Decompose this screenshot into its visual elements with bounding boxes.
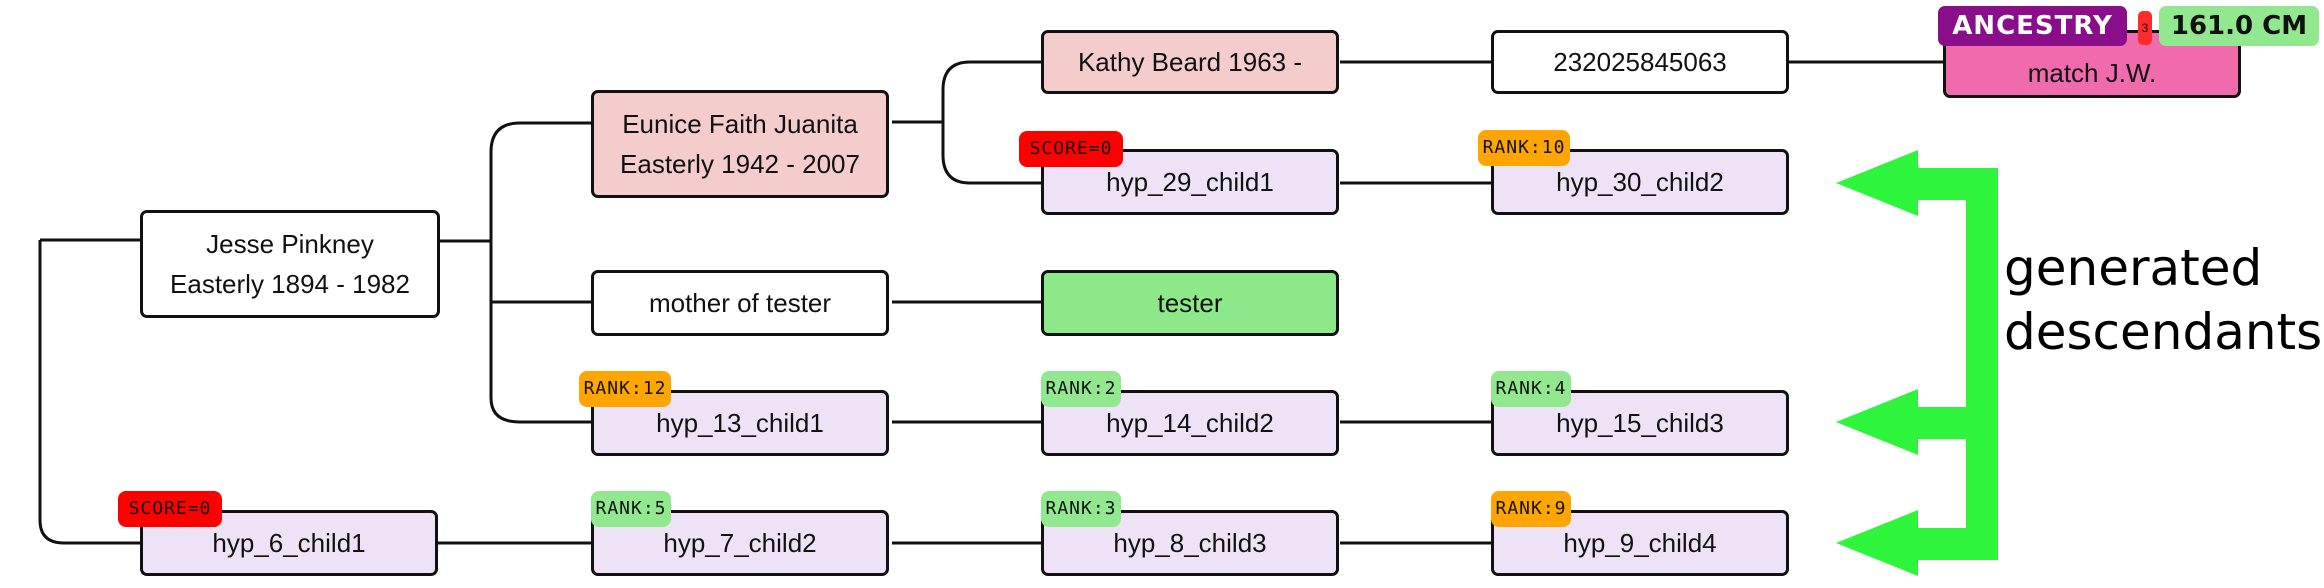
rank-badge: RANK:2 [1041, 371, 1121, 407]
node-label: hyp_13_child1 [656, 408, 824, 438]
shared-cm-badge: 161.0 CM [2159, 6, 2319, 46]
person-eunice-easterly[interactable]: Eunice Faith Juanita Easterly 1942 - 200… [591, 90, 889, 198]
node-label: hyp_14_child2 [1106, 408, 1274, 438]
rank-badge: RANK:12 [579, 371, 671, 407]
person-mother-of-tester[interactable]: mother of tester [591, 270, 889, 336]
hyp-6-child1[interactable]: hyp_6_child1 [140, 510, 438, 576]
node-label: mother of tester [648, 288, 832, 318]
node-label: hyp_8_child3 [1113, 528, 1267, 558]
person-kathy-beard[interactable]: Kathy Beard 1963 - [1041, 30, 1339, 94]
arrow-to-hyp-15 [1836, 389, 1998, 455]
match-test-id[interactable]: 232025845063 [1491, 30, 1789, 94]
node-label: 232025845063 [1553, 47, 1727, 77]
node-line-1: Jesse Pinkney [206, 229, 374, 259]
node-label: hyp_30_child2 [1556, 167, 1724, 197]
node-line-2: Easterly 1942 - 2007 [620, 149, 860, 179]
score-badge: SCORE=0 [1019, 131, 1123, 167]
node-label: Kathy Beard 1963 - [1077, 47, 1303, 77]
connector [38, 240, 142, 545]
node-label: hyp_29_child1 [1106, 167, 1274, 197]
node-label: tester [1157, 288, 1223, 318]
connector [941, 60, 1044, 185]
rank-badge: RANK:10 [1478, 130, 1570, 166]
node-label: hyp_15_child3 [1556, 408, 1724, 438]
node-line-2: Easterly 1894 - 1982 [170, 269, 410, 299]
score-badge: SCORE=0 [118, 491, 222, 527]
rank-badge: RANK:4 [1491, 371, 1571, 407]
ancestry-badge: ANCESTRY [1938, 6, 2127, 46]
node-label: hyp_7_child2 [663, 528, 817, 558]
rank-badge: RANK:5 [591, 491, 671, 527]
person-tester[interactable]: tester [1041, 270, 1339, 336]
node-label: hyp_6_child1 [212, 528, 366, 558]
legend-line-1: generated [2004, 239, 2263, 297]
arrow-to-hyp-9 [1836, 510, 1998, 576]
rank-badge: RANK:9 [1491, 491, 1571, 527]
hyp-9-child4[interactable]: hyp_9_child4 [1491, 510, 1789, 576]
generated-descendants-bracket [1836, 150, 1998, 576]
node-line-1: Eunice Faith Juanita [622, 109, 858, 139]
connector [489, 121, 594, 424]
node-label: hyp_9_child4 [1563, 528, 1717, 558]
rank-badge: RANK:3 [1041, 491, 1121, 527]
arrow-to-hyp-30 [1836, 150, 1998, 216]
person-jesse-pinkney[interactable]: Jesse Pinkney Easterly 1894 - 1982 [140, 210, 440, 318]
bracket-bar [1966, 168, 1998, 560]
ancestry-count-badge: 3 [2138, 11, 2152, 45]
node-label: match J.W. [2027, 58, 2157, 88]
generated-descendants-label: generated descendants [2004, 236, 2322, 364]
legend-line-2: descendants [2004, 303, 2323, 361]
